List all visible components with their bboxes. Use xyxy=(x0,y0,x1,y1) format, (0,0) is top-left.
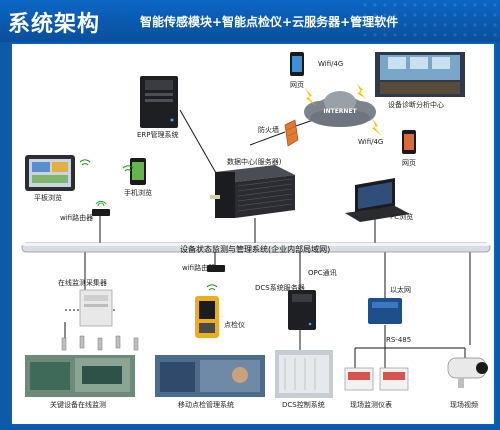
datacenter-rack-icon xyxy=(215,165,295,218)
label-dcs-server: DCS系统服务器 xyxy=(255,284,305,292)
label-rs485: RS-485 xyxy=(386,336,412,344)
wifi-router-left-icon xyxy=(92,200,110,216)
phone-right-icon xyxy=(402,130,416,154)
label-collector: 在线监测采集器 xyxy=(58,279,107,287)
label-phone-top: 网页 xyxy=(290,81,304,89)
inspector-device-icon xyxy=(195,296,219,338)
camera-icon xyxy=(447,357,488,388)
lightning-icon xyxy=(357,84,366,99)
label-tablet: 平板浏览 xyxy=(34,194,62,202)
label-bus: 设备状态监测与管理系统(企业内部局域网) xyxy=(180,245,331,254)
label-monitor-center: 设备诊断分析中心 xyxy=(388,101,444,109)
tablet-icon xyxy=(25,155,75,191)
page-title: 系统架构 xyxy=(8,12,101,37)
internet-cloud xyxy=(304,91,376,127)
label-opc: OPC通讯 xyxy=(308,269,337,277)
hex-pattern xyxy=(360,0,500,42)
label-inspector: 点检仪 xyxy=(224,321,245,329)
line-erp-datacenter xyxy=(179,109,221,181)
key-equipment-photo xyxy=(25,355,135,397)
dcs-control-photo xyxy=(275,350,333,398)
label-field-video: 现场视频 xyxy=(450,401,478,409)
header-bar: 系统架构 智能传感模块+智能点检仪+云服务器+管理软件 xyxy=(0,0,500,42)
label-firewall: 防火墙 xyxy=(258,126,279,134)
monitor-center-icon xyxy=(375,52,465,97)
label-laptop: PC浏览 xyxy=(390,213,414,221)
label-dcs-control: DCS控制系统 xyxy=(282,401,325,409)
firewall-icon xyxy=(284,119,299,147)
lightning-icon xyxy=(372,118,382,136)
page-subtitle: 智能传感模块+智能点检仪+云服务器+管理软件 xyxy=(140,15,399,29)
label-wifi-4g-top: Wifi/4G xyxy=(318,60,344,68)
label-ethernet: 以太网 xyxy=(390,286,411,294)
internet-label: INTERNET xyxy=(323,108,357,115)
field-meter-icon xyxy=(344,367,409,391)
line-datacenter-firewall xyxy=(249,131,286,146)
datacenter-slot-icon xyxy=(210,195,220,199)
label-field-meter: 现场监测仪表 xyxy=(350,401,392,409)
wifi-signal-icon xyxy=(79,159,218,291)
label-key-equipment: 关键设备在线监测 xyxy=(50,401,106,409)
label-phone-right: 网页 xyxy=(402,159,416,167)
lan-bus xyxy=(21,242,491,253)
dcs-server-icon xyxy=(288,290,316,330)
label-erp: ERP管理系统 xyxy=(137,131,179,139)
label-datacenter: 数据中心(服务器) xyxy=(227,158,282,166)
sensor-row-icon xyxy=(61,335,139,351)
wifi-router-mid-icon xyxy=(207,265,225,272)
label-wifi-router-left: wifi路由器 xyxy=(60,214,94,222)
phone-left-icon xyxy=(130,158,146,185)
label-wifi-4g-right: Wifi/4G xyxy=(358,138,384,146)
label-phone-left: 手机浏览 xyxy=(124,189,152,197)
phone-top-icon xyxy=(290,52,304,76)
label-mobile-inspection: 移动点检管理系统 xyxy=(178,401,234,409)
label-wifi-router-mid: wifi路由器 xyxy=(182,264,216,272)
collector-icon xyxy=(79,289,113,327)
mobile-inspection-photo xyxy=(155,355,265,397)
erp-server-icon xyxy=(140,76,178,128)
laptop-icon xyxy=(345,178,410,222)
ethernet-switch-icon xyxy=(368,298,402,324)
lightning-icon xyxy=(305,88,316,106)
